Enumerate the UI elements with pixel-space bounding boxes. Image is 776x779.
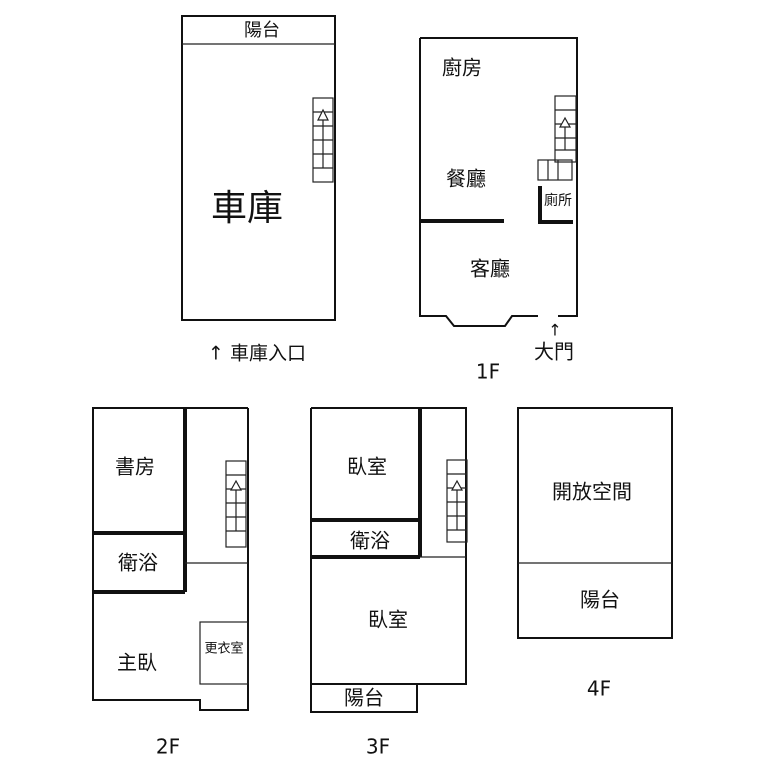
first-floor-plan: 廚房 餐廳 廁所 客廳 ↑ 大門 1F [419,37,578,384]
garage-label: 車庫 [211,188,283,229]
toilet-wall [538,186,573,224]
master-bedroom-label: 主臥 [117,651,157,675]
first-floor-staircase [537,95,577,181]
third-bedroom-top-label: 臥室 [347,455,387,479]
second-floor-staircase [225,460,247,548]
stair-arrow-icon [317,108,329,121]
fourth-balcony-label: 陽台 [580,588,620,612]
third-floor-outline [310,407,467,685]
dining-label: 餐廳 [446,167,486,191]
third-balcony-label: 陽台 [344,686,384,710]
third-bathroom-label: 衛浴 [350,529,390,553]
garage-balcony-label: 陽台 [244,20,280,41]
second-floor-plan: 書房 衛浴 主臥 更衣室 2F [92,407,249,759]
fourth-floor-label: 4F [587,677,611,701]
stair-arrow-icon [558,116,572,128]
closet-label: 更衣室 [204,641,243,657]
second-bathroom-label: 衛浴 [118,551,158,575]
first-floor-right-wall [420,37,578,317]
kitchen-label: 廚房 [442,56,482,80]
closet-outline [199,621,249,685]
garage-floor-plan: 陽台 車庫 ↑ 車庫入口 [181,15,336,365]
fourth-floor-outline [517,407,673,639]
third-floor-plan: 臥室 衛浴 臥室 陽台 3F [310,407,468,759]
main-door-arrow-icon: ↑ [548,321,561,340]
second-floor-outline [92,407,249,711]
main-door-label: 大門 [534,340,574,364]
third-balcony-outline [310,683,418,713]
study-label: 書房 [115,455,155,479]
third-bedroom-label: 臥室 [368,608,408,632]
garage-outline [181,15,336,321]
garage-entrance-label: ↑ 車庫入口 [208,343,306,365]
second-floor-label: 2F [156,735,180,759]
first-floor-label: 1F [476,360,500,384]
first-floor-left-wall [419,38,538,327]
stair-arrow-icon [229,479,243,491]
open-space-label: 開放空間 [552,480,632,504]
toilet-label: 廁所 [544,192,572,209]
garage-staircase [312,97,334,183]
living-room-label: 客廳 [470,257,510,281]
fourth-floor-plan: 開放空間 陽台 4F [517,407,673,701]
third-floor-label: 3F [366,735,390,759]
stair-arrow-icon [450,479,464,491]
third-floor-staircase [446,459,468,543]
